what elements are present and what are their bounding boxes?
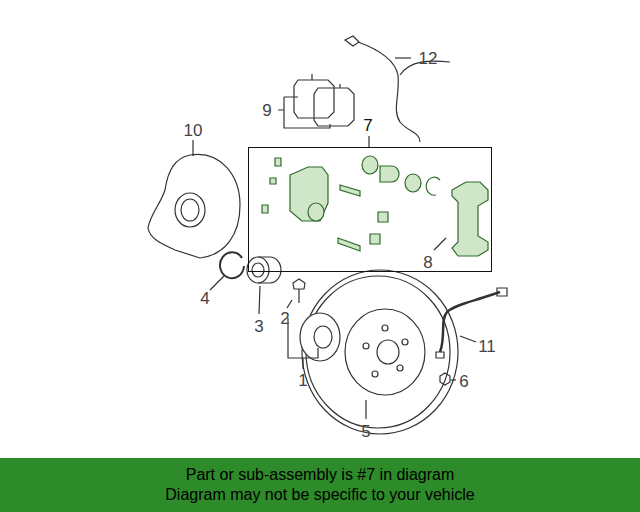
caliper-bolt	[262, 158, 281, 213]
callout-number: 4	[200, 290, 209, 307]
piston-seal	[362, 156, 378, 174]
hose-fitting	[436, 288, 507, 358]
piston	[380, 166, 399, 182]
snap-ring	[220, 252, 244, 278]
leader-line	[365, 400, 366, 419]
banner-text: Diagram may not be specific to your vehi…	[165, 485, 474, 505]
callout-number: 1	[298, 372, 307, 389]
dust-shield-hole	[181, 199, 199, 221]
nut	[440, 373, 450, 385]
bearing	[252, 263, 264, 277]
banner-text: Part or sub-assembly is #7 in diagram	[186, 465, 455, 485]
callout-number: 9	[262, 102, 271, 119]
bracket-line	[278, 97, 330, 128]
piston-boot	[405, 174, 421, 192]
leader-line	[460, 336, 476, 342]
info-banner: Part or sub-assembly is #7 in diagramDia…	[0, 458, 640, 512]
leader-line	[192, 140, 193, 156]
wheel-hub	[314, 326, 332, 348]
callout-number: 11	[478, 338, 496, 355]
callout-number: 2	[280, 310, 289, 327]
callout-number: 5	[361, 423, 370, 440]
leader-line	[434, 238, 446, 250]
leader-line	[451, 379, 456, 380]
brake-rotor	[377, 340, 399, 364]
leader-line	[368, 136, 369, 147]
rotor-hole	[397, 365, 403, 371]
wheel-hub	[300, 313, 340, 361]
retaining-ring	[426, 177, 440, 195]
leader-line	[259, 286, 260, 314]
bracket-line	[288, 318, 318, 369]
guide-pin	[338, 185, 360, 251]
brake-rotor	[345, 309, 425, 395]
brake-pad	[314, 84, 354, 126]
callout-number: 10	[184, 122, 203, 139]
leader-line	[395, 57, 411, 58]
callout-number: 8	[423, 254, 432, 271]
sensor-wire	[345, 36, 450, 142]
wheel-stud	[293, 279, 305, 303]
caliper-bracket	[452, 182, 488, 256]
bearing	[258, 257, 281, 283]
callout-number: 6	[459, 373, 468, 390]
box-outline	[248, 147, 492, 272]
leader-line	[287, 300, 292, 308]
rotor-hole	[382, 325, 388, 331]
caliper-body	[290, 167, 328, 221]
rotor-hole	[363, 343, 369, 349]
callout-number: 3	[254, 318, 263, 335]
caliper-piston-bore	[308, 203, 324, 221]
rotor-hole	[372, 371, 378, 377]
bearing	[247, 257, 269, 283]
pin-boot	[370, 212, 388, 244]
callout-number: 12	[419, 50, 438, 67]
dust-shield	[148, 154, 240, 258]
leader-line	[210, 276, 224, 290]
callout-number: 7	[244, 114, 492, 136]
assembly-box: 7	[248, 114, 492, 272]
rotor-hole	[402, 339, 408, 345]
dust-shield-hole	[175, 193, 205, 227]
